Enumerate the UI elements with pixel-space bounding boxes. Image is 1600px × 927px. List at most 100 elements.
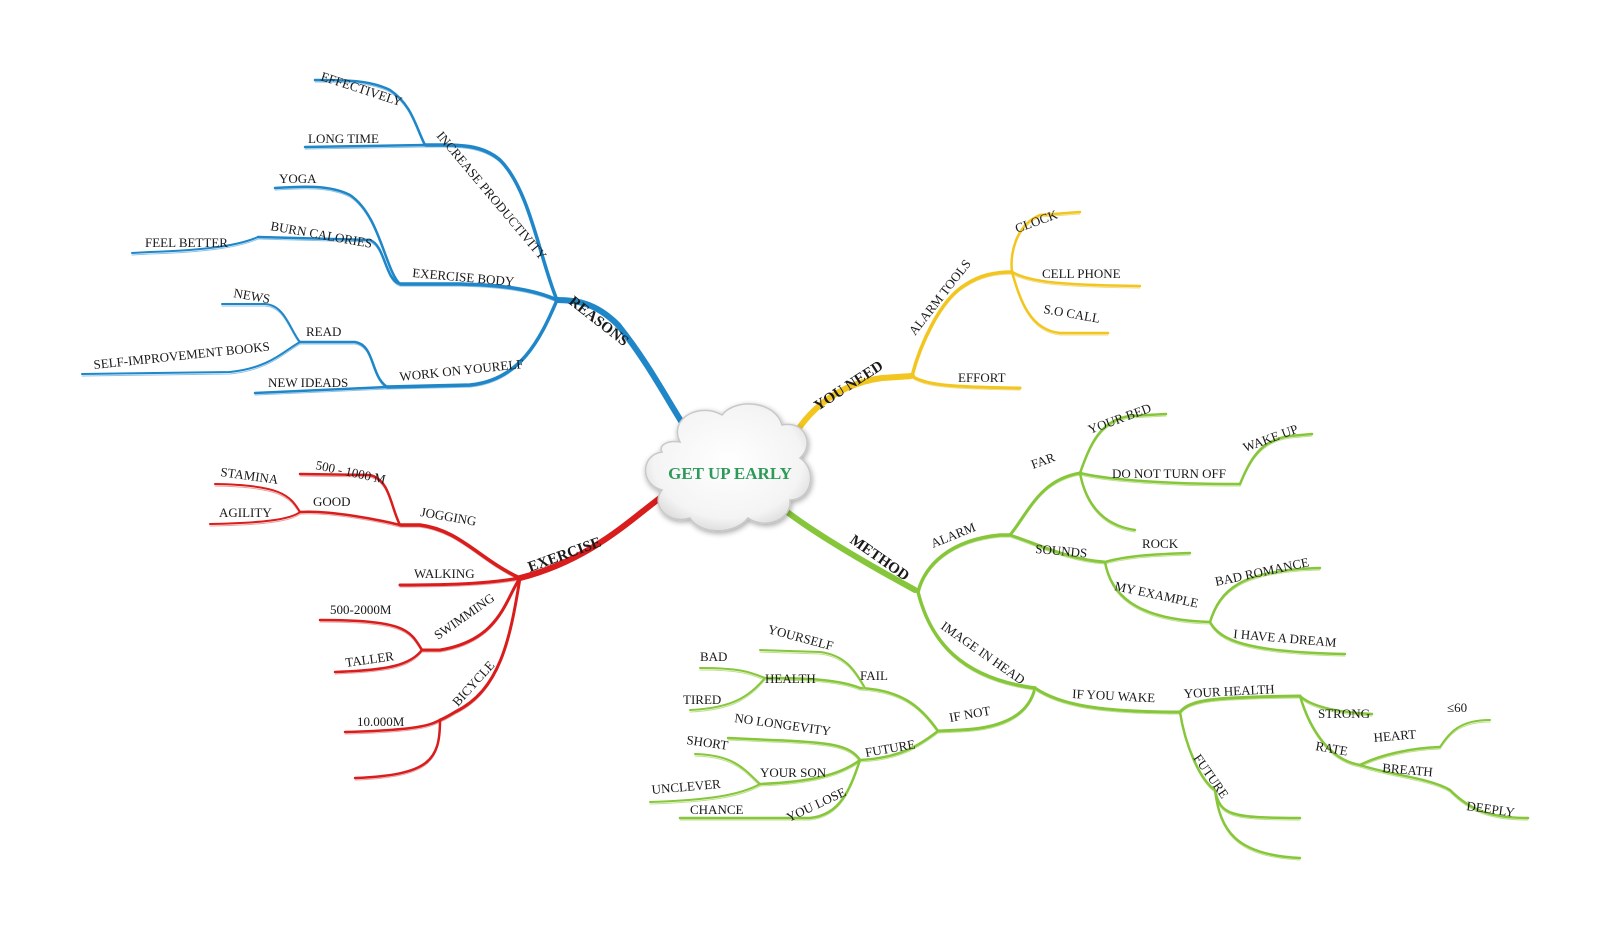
method-connector (758, 758, 862, 786)
work-on-yourself-label: WORK ON YOURELF (399, 356, 524, 384)
reasons-connector-highlight (399, 285, 558, 303)
rock-label: ROCK (1142, 536, 1179, 551)
reasons-connector (398, 282, 559, 302)
method-connector (763, 676, 862, 690)
short-label: SHORT (686, 732, 730, 753)
reasons-connector-highlight (221, 305, 301, 345)
method-connector-highlight (1439, 721, 1491, 750)
method-connector (689, 677, 766, 711)
method-connector (1439, 719, 1491, 748)
center-label: GET UP EARLY (668, 464, 792, 483)
feel-better-label: FEEL BETTER (145, 235, 228, 250)
news-label: NEWS (232, 285, 271, 306)
method-connector-highlight (1009, 474, 1081, 538)
exercise-connector (333, 648, 424, 674)
reasons-label: REASONS (566, 294, 632, 350)
strong-label: STRONG (1318, 706, 1370, 721)
yoga-label: YOGA (279, 171, 317, 186)
my-example-label: MY EXAMPLE (1113, 578, 1199, 610)
tired-label: TIRED (683, 692, 721, 707)
method-connector-highlight (759, 761, 861, 787)
method-connector-highlight (689, 679, 766, 713)
unclever-label: UNCLEVER (651, 776, 722, 797)
reasons-connector (313, 78, 427, 147)
method-connector (726, 736, 862, 762)
method-connector (1178, 710, 1217, 792)
health-label: HEALTH (765, 671, 816, 686)
you-need-connector (910, 374, 1022, 390)
method-connector (1008, 471, 1082, 537)
method-connector-highlight (649, 785, 761, 805)
good-label: GOOD (313, 494, 351, 509)
method-connector-highlight (727, 739, 861, 763)
no-longevity-label: NO LONGEVITY (734, 710, 833, 738)
alarm-tools-label: ALARM TOOLS (906, 256, 974, 337)
you-need-connector-highlight (911, 377, 1021, 391)
exercise-connector (214, 483, 301, 513)
you-need-connector (1010, 270, 1142, 288)
method-connector (1358, 745, 1442, 767)
method-connector (1008, 533, 1107, 564)
effectively-label: EFFECTIVELY (319, 69, 405, 110)
burn-calories-label: BURN CALORIES (269, 218, 373, 251)
reasons-connector-highlight (131, 238, 259, 256)
reasons-connector (253, 385, 389, 395)
you-need-connector (1010, 270, 1110, 335)
exercise-connector-highlight (319, 621, 423, 653)
bad-label: BAD (700, 649, 727, 664)
method-connector (858, 729, 940, 762)
rate-label: RATE (1314, 738, 1349, 758)
reasons-connector-highlight (81, 343, 301, 377)
reasons-connector (273, 185, 402, 286)
exercise-connector (398, 523, 522, 580)
reasons-connector (303, 143, 427, 149)
cell-phone-label: CELL PHONE (1042, 266, 1121, 281)
reasons-branch: REASONS INCREASE PRODUCTIVITY EFFECTIVEL… (81, 69, 632, 396)
method-connector (1078, 471, 1137, 532)
chance-label: CHANCE (690, 802, 744, 817)
method-connector-highlight (859, 732, 939, 763)
read-label: READ (306, 324, 341, 339)
you-need-branch: YOU NEED ALARM TOOLS CLOCK CELL PHONE S.… (811, 206, 1142, 414)
self-improvement-books-label: SELF-IMPROVEMENT BOOKS (93, 339, 271, 372)
method-connector (916, 590, 1037, 690)
you-need-connector-highlight (911, 273, 1013, 379)
heart-label: HEART (1373, 726, 1417, 745)
dist-500-1000-label: 500 - 1000 M (314, 457, 387, 487)
method-connector-highlight (764, 679, 861, 691)
method-connector-highlight (699, 669, 766, 681)
exercise-connector (318, 618, 424, 652)
agility-label: AGILITY (219, 505, 272, 520)
method-connector (936, 686, 1037, 733)
method-connector-highlight (759, 651, 866, 691)
method-connector (678, 758, 862, 820)
clock-label: CLOCK (1013, 206, 1060, 235)
reasons-connector (221, 303, 301, 343)
exercise-connector (343, 718, 442, 734)
method-connector (916, 533, 1012, 594)
exercise-connector (298, 510, 402, 527)
method-connector (858, 686, 940, 733)
method-connector (1298, 694, 1374, 716)
future2-label: FUTURE (1191, 751, 1232, 801)
method-connector-highlight (1299, 697, 1373, 717)
reasons-connector (423, 143, 559, 302)
your-son-label: YOUR SON (760, 765, 827, 780)
exercise-connector-highlight (334, 651, 423, 675)
method-connector-highlight (1359, 748, 1441, 768)
exercise-connector (438, 576, 522, 722)
method-connector-highlight (1179, 697, 1301, 715)
method-connector-highlight (1079, 474, 1136, 533)
exercise-label: EXERCISE (526, 534, 604, 575)
yourself-label: YOURSELF (766, 621, 835, 653)
taller-label: TALLER (344, 648, 395, 670)
method-connector-highlight (1034, 689, 1181, 715)
central-topic[interactable]: GET UP EARLY (644, 403, 812, 532)
lt60-label: ≤60 (1447, 700, 1467, 715)
method-connector-highlight (1009, 536, 1106, 565)
bad-romance-label: BAD ROMANCE (1214, 554, 1311, 589)
do-not-turn-off-label: DO NOT TURN OFF (1112, 466, 1226, 481)
alarm-label: ALARM (929, 519, 979, 551)
long-time-label: LONG TIME (308, 131, 379, 146)
exercise-connector (420, 576, 522, 652)
